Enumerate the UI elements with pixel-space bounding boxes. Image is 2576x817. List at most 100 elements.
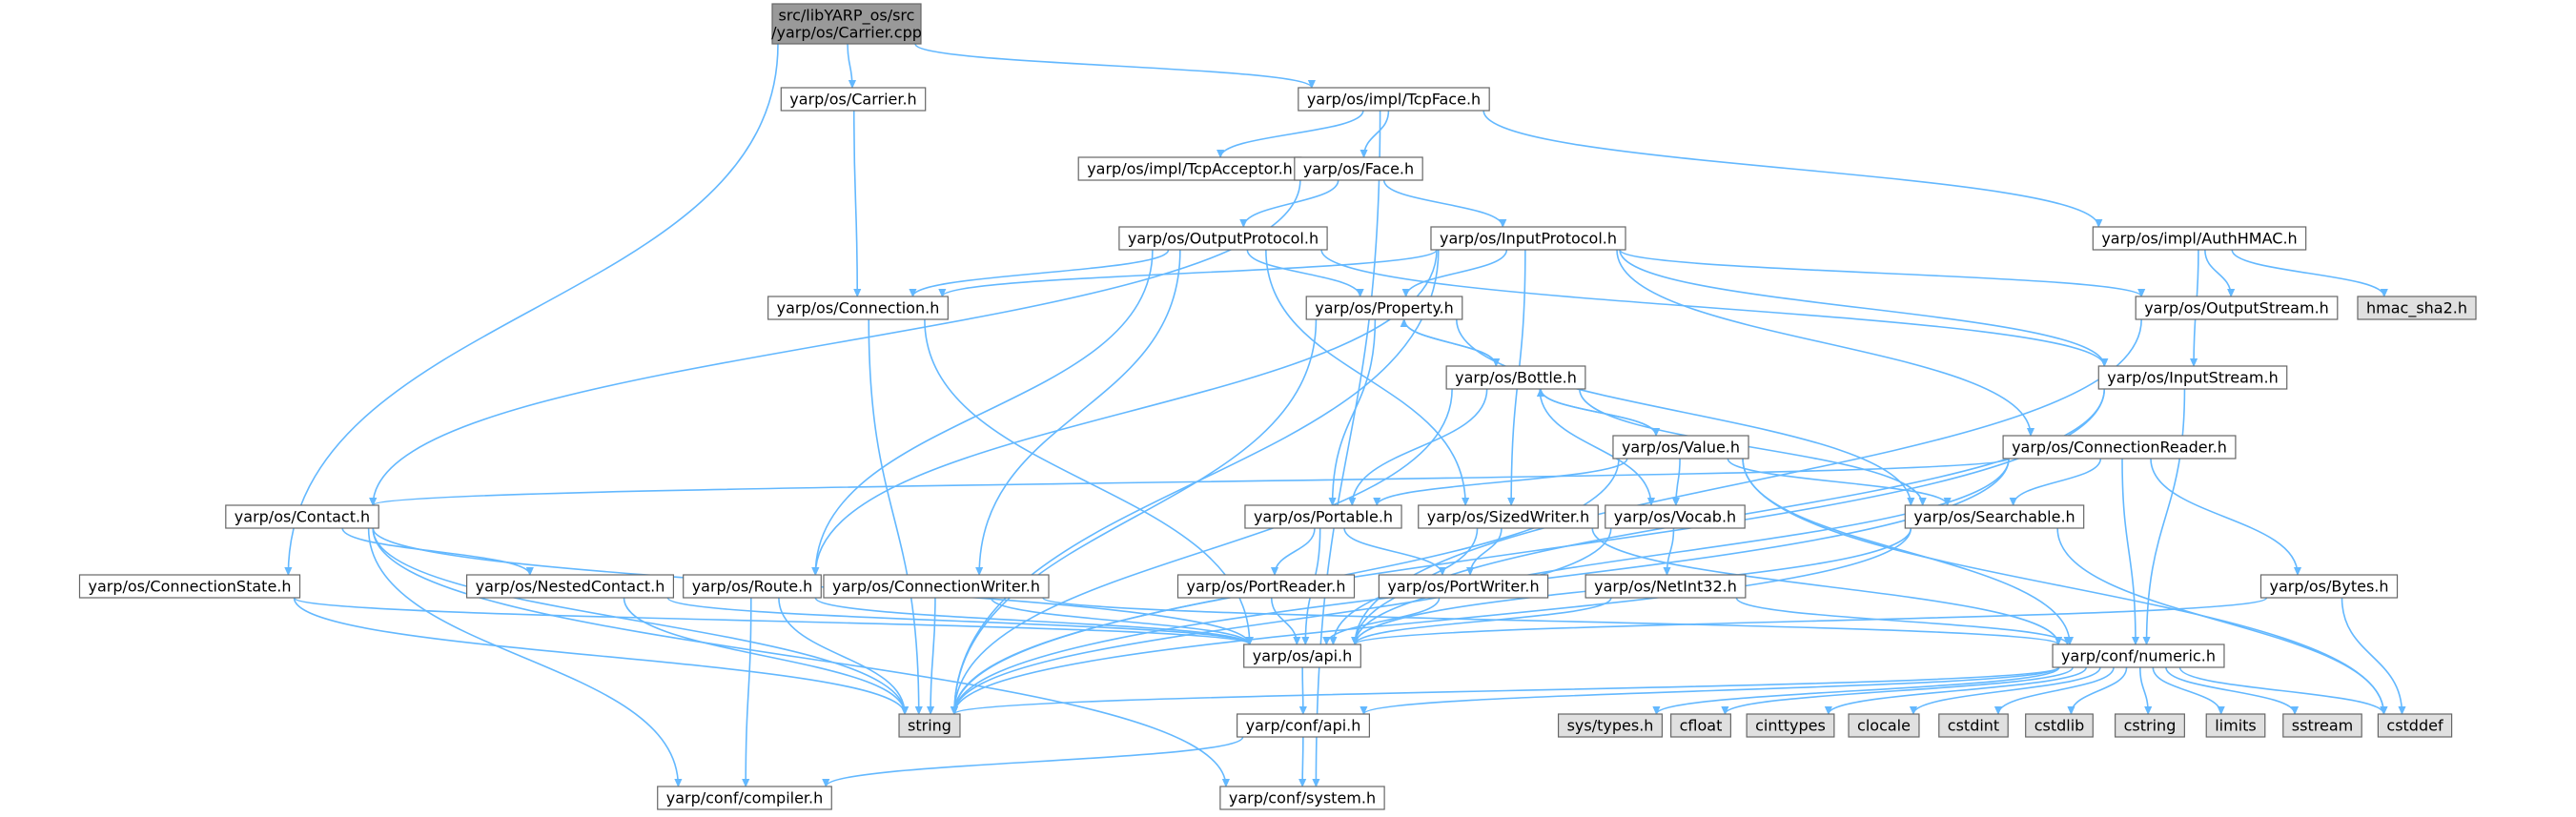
node-box xyxy=(1294,156,1423,181)
edge-contact-to-string xyxy=(372,527,905,714)
node-inputprotocol[interactable]: yarp/os/InputProtocol.h xyxy=(1430,226,1626,251)
edge-outputprotocol-to-connection xyxy=(912,249,1170,296)
edge-property-to-string xyxy=(954,318,1318,714)
node-box xyxy=(2135,296,2339,320)
node-conf_api[interactable]: yarp/conf/api.h xyxy=(1237,713,1370,738)
node-label: yarp/os/Carrier.h xyxy=(789,91,916,109)
node-label: yarp/conf/api.h xyxy=(1246,717,1361,735)
node-portreader[interactable]: yarp/os/PortReader.h xyxy=(1176,574,1356,599)
node-face[interactable]: yarp/os/Face.h xyxy=(1294,156,1423,181)
node-connection[interactable]: yarp/os/Connection.h xyxy=(767,296,949,320)
node-outputstream[interactable]: yarp/os/OutputStream.h xyxy=(2135,296,2339,320)
node-route[interactable]: yarp/os/Route.h xyxy=(683,574,822,599)
node-compiler[interactable]: yarp/conf/compiler.h xyxy=(657,786,832,810)
edge-nestedcontact-to-string xyxy=(623,597,905,714)
node-box xyxy=(2259,574,2399,599)
node-box xyxy=(1305,296,1463,320)
edge-numeric-to-clocale xyxy=(1913,666,2101,714)
node-label: yarp/os/impl/AuthHMAC.h xyxy=(2101,230,2297,248)
node-label: cstring xyxy=(2124,717,2177,735)
node-sizedwriter[interactable]: yarp/os/SizedWriter.h xyxy=(1418,504,1599,529)
node-root[interactable]: src/libYARP_os/src/yarp/os/Carrier.cpp xyxy=(771,3,922,45)
edge-vocab-to-string xyxy=(954,527,1612,714)
edge-tcpface-to-tcpacceptor xyxy=(1220,110,1364,157)
edge-connectionreader-to-numeric xyxy=(2121,458,2136,644)
edge-conf_api-to-compiler xyxy=(826,736,1244,786)
node-outputprotocol[interactable]: yarp/os/OutputProtocol.h xyxy=(1118,226,1328,251)
node-box xyxy=(1848,713,1920,738)
node-label: yarp/os/OutputProtocol.h xyxy=(1128,230,1319,248)
node-label: cstddef xyxy=(2386,717,2443,735)
node-value[interactable]: yarp/os/Value.h xyxy=(1612,435,1749,460)
node-system[interactable]: yarp/conf/system.h xyxy=(1219,786,1385,810)
node-box xyxy=(1904,504,2085,529)
node-label: /yarp/os/Carrier.cpp xyxy=(771,24,922,42)
node-label: src/libYARP_os/src xyxy=(779,7,915,26)
edge-root-to-connectionstate xyxy=(288,43,779,575)
edge-value-to-vocab xyxy=(1676,458,1681,505)
edge-outputprotocol-to-property xyxy=(1246,249,1360,296)
node-connectionreader[interactable]: yarp/os/ConnectionReader.h xyxy=(2002,435,2237,460)
edge-numeric-to-cstdint xyxy=(1998,666,2115,714)
node-box xyxy=(1244,504,1402,529)
node-connectionwriter[interactable]: yarp/os/ConnectionWriter.h xyxy=(823,574,1050,599)
node-label: hmac_sha2.h xyxy=(2366,299,2467,318)
node-portable[interactable]: yarp/os/Portable.h xyxy=(1244,504,1402,529)
node-vocab[interactable]: yarp/os/Vocab.h xyxy=(1605,504,1746,529)
node-portwriter[interactable]: yarp/os/PortWriter.h xyxy=(1378,574,1549,599)
node-label: yarp/os/Route.h xyxy=(692,578,813,596)
node-box xyxy=(767,296,949,320)
node-systypes: sys/types.h xyxy=(1557,713,1664,738)
node-connectionstate[interactable]: yarp/os/ConnectionState.h xyxy=(78,574,301,599)
edge-nestedcontact-to-os_api xyxy=(666,597,1249,644)
node-box xyxy=(657,786,832,810)
node-box xyxy=(1605,504,1746,529)
node-property[interactable]: yarp/os/Property.h xyxy=(1305,296,1463,320)
node-label: cinttypes xyxy=(1755,717,1826,735)
node-box xyxy=(1298,87,1490,112)
node-label: yarp/os/Bottle.h xyxy=(1455,369,1577,387)
node-authhmac[interactable]: yarp/os/impl/AuthHMAC.h xyxy=(2092,226,2307,251)
edge-route-to-compiler xyxy=(746,597,752,786)
node-numeric[interactable]: yarp/conf/numeric.h xyxy=(2052,643,2225,668)
node-box xyxy=(1176,574,1356,599)
node-label: yarp/os/impl/TcpAcceptor.h xyxy=(1087,160,1293,178)
edge-inputprotocol-to-inputstream xyxy=(1619,249,2104,366)
node-sstream: sstream xyxy=(2282,713,2362,738)
node-contact[interactable]: yarp/os/Contact.h xyxy=(225,504,379,529)
node-box xyxy=(2377,713,2453,738)
node-cstring: cstring xyxy=(2115,713,2185,738)
node-inputstream[interactable]: yarp/os/InputStream.h xyxy=(2097,365,2288,390)
edge-sizedwriter-to-numeric xyxy=(1591,527,2058,644)
node-netint32[interactable]: yarp/os/NetInt32.h xyxy=(1584,574,1747,599)
node-carrier_h[interactable]: yarp/os/Carrier.h xyxy=(780,87,927,112)
edge-face-to-inputprotocol xyxy=(1382,179,1503,227)
edge-contact-to-nestedcontact xyxy=(341,527,530,575)
node-nestedcontact[interactable]: yarp/os/NestedContact.h xyxy=(465,574,675,599)
edge-inputstream-to-numeric xyxy=(2147,388,2186,644)
node-box xyxy=(1219,786,1385,810)
node-bytes[interactable]: yarp/os/Bytes.h xyxy=(2259,574,2399,599)
edge-portable-to-portwriter xyxy=(1343,527,1442,575)
node-label: cstdlib xyxy=(2034,717,2085,735)
node-box xyxy=(1418,504,1599,529)
node-tcpface[interactable]: yarp/os/impl/TcpFace.h xyxy=(1298,87,1490,112)
node-searchable[interactable]: yarp/os/Searchable.h xyxy=(1904,504,2085,529)
node-label: string xyxy=(908,717,951,735)
edge-numeric-to-cfloat xyxy=(1725,666,2074,714)
node-tcpacceptor[interactable]: yarp/os/impl/TcpAcceptor.h xyxy=(1077,156,1302,181)
edge-conf_api-to-system xyxy=(1302,736,1303,786)
edge-bytes-to-cstddef xyxy=(2341,597,2402,714)
node-box xyxy=(2002,435,2237,460)
node-label: yarp/os/Contact.h xyxy=(235,508,370,526)
node-label: yarp/os/Searchable.h xyxy=(1913,508,2075,526)
node-label: yarp/os/Connection.h xyxy=(777,299,940,317)
node-bottle[interactable]: yarp/os/Bottle.h xyxy=(1445,365,1586,390)
edge-property-to-portable xyxy=(1333,318,1377,505)
edge-numeric-to-cstring xyxy=(2139,666,2148,714)
node-os_api[interactable]: yarp/os/api.h xyxy=(1243,643,1361,668)
edge-bytes-to-os_api xyxy=(1355,597,2268,644)
edge-authhmac-to-hmac xyxy=(2231,249,2384,296)
node-label: yarp/os/ConnectionState.h xyxy=(88,578,291,596)
edge-bottle-to-string xyxy=(954,388,1453,714)
